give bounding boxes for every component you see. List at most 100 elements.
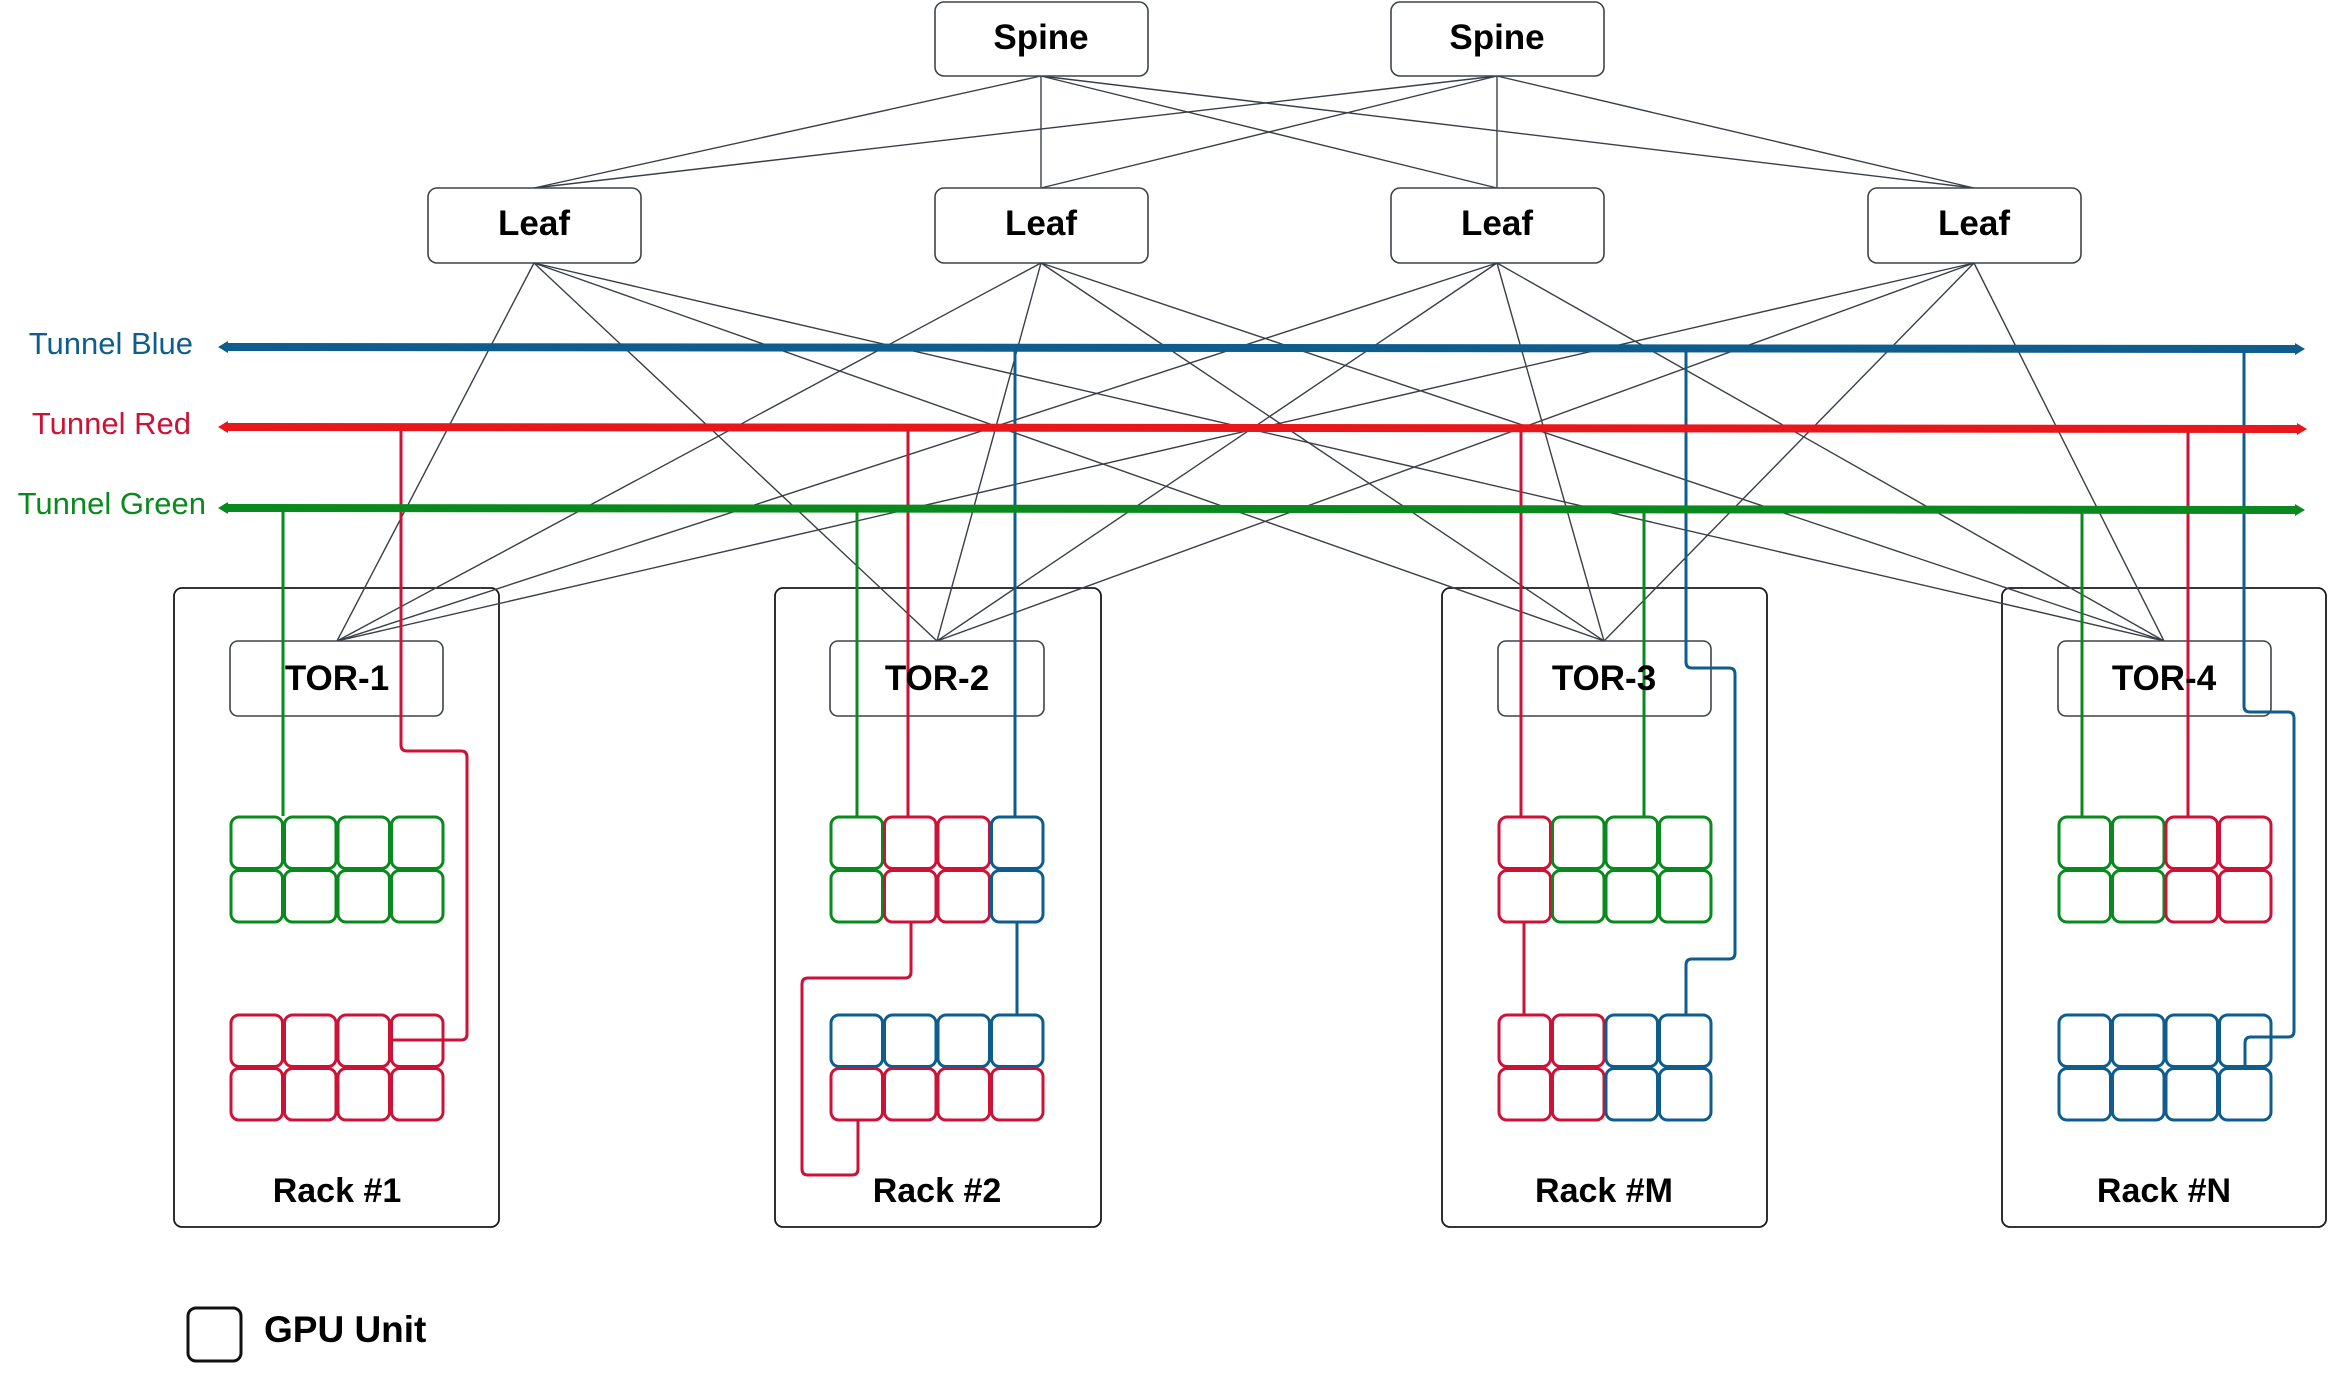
gpu-unit[interactable]: [229, 815, 284, 870]
leaf-label: Leaf: [498, 204, 570, 243]
gpu-unit[interactable]: [2111, 815, 2166, 870]
gpu-unit[interactable]: [229, 869, 284, 924]
tunnel-green-line[interactable]: [223, 504, 2297, 514]
gpu-unit[interactable]: [2111, 1013, 2166, 1068]
spine-node[interactable]: Spine: [1390, 1, 1605, 77]
spine-node[interactable]: Spine: [934, 1, 1149, 77]
tor-switch[interactable]: [829, 640, 1045, 717]
gpu-unit[interactable]: [390, 869, 445, 924]
gpu-unit[interactable]: [1551, 869, 1606, 924]
gpu-unit[interactable]: [2164, 815, 2219, 870]
gpu-unit[interactable]: [1551, 815, 1606, 870]
gpu-unit[interactable]: [936, 869, 991, 924]
gpu-unit[interactable]: [829, 815, 884, 870]
gpu-unit[interactable]: [283, 815, 338, 870]
gpu-group: [2057, 1013, 2273, 1122]
leaf-tor-link: [1040, 262, 1605, 642]
gpu-unit[interactable]: [2218, 869, 2273, 924]
leaf-label: Leaf: [1005, 204, 1077, 243]
gpu-unit[interactable]: [2111, 1067, 2166, 1122]
gpu-unit[interactable]: [2057, 815, 2112, 870]
gpu-unit[interactable]: [390, 815, 445, 870]
tor-label: TOR-3: [1552, 659, 1656, 698]
gpu-unit[interactable]: [2164, 1067, 2219, 1122]
drop-red: [800, 923, 913, 1177]
gpu-group: [829, 1013, 1045, 1122]
gpu-unit[interactable]: [990, 815, 1045, 870]
legend-label: GPU Unit: [264, 1309, 426, 1350]
leaf-tor-link: [1973, 262, 2165, 642]
gpu-unit[interactable]: [1551, 1067, 1606, 1122]
gpu-unit[interactable]: [1497, 1013, 1552, 1068]
gpu-unit[interactable]: [829, 1013, 884, 1068]
gpu-unit[interactable]: [336, 869, 391, 924]
tunnel-drops: [281, 348, 2296, 1177]
gpu-unit[interactable]: [990, 1013, 1045, 1068]
gpu-unit[interactable]: [990, 869, 1045, 924]
gpu-unit[interactable]: [1497, 815, 1552, 870]
leaf-node[interactable]: Leaf: [1390, 187, 1605, 264]
gpu-unit[interactable]: [936, 1013, 991, 1068]
leaf-tor-link: [336, 262, 1042, 642]
leaf-tor-link: [533, 262, 1605, 642]
gpu-unit[interactable]: [936, 815, 991, 870]
gpu-unit[interactable]: [1551, 1013, 1606, 1068]
gpu-unit[interactable]: [1658, 869, 1713, 924]
spine-label: Spine: [1449, 18, 1544, 57]
gpu-unit[interactable]: [229, 1067, 284, 1122]
rack-label: Rack #M: [1535, 1172, 1673, 1210]
gpu-unit[interactable]: [229, 1013, 284, 1068]
leaf-node[interactable]: Leaf: [427, 187, 642, 264]
tunnel-red-left-arrow-icon: [218, 421, 228, 433]
gpu-unit[interactable]: [390, 1067, 445, 1122]
gpu-group: [1497, 1013, 1713, 1122]
tunnel-red-right-arrow-icon: [2297, 423, 2307, 435]
tor-switch[interactable]: [2057, 640, 2272, 717]
gpu-unit[interactable]: [336, 1067, 391, 1122]
tor-label: TOR-4: [2112, 659, 2217, 698]
leaf-tor-links: [336, 262, 2165, 642]
gpu-unit[interactable]: [2218, 815, 2273, 870]
gpu-unit[interactable]: [883, 1013, 938, 1068]
gpu-unit[interactable]: [1604, 1013, 1659, 1068]
gpu-unit[interactable]: [883, 815, 938, 870]
gpu-unit[interactable]: [990, 1067, 1045, 1122]
gpu-unit[interactable]: [2057, 1013, 2112, 1068]
gpu-unit[interactable]: [2057, 869, 2112, 924]
gpu-unit-square-icon: [186, 1306, 243, 1363]
gpu-unit[interactable]: [2164, 869, 2219, 924]
gpu-unit[interactable]: [336, 815, 391, 870]
gpu-unit[interactable]: [1658, 1013, 1713, 1068]
gpu-unit[interactable]: [283, 1067, 338, 1122]
gpu-unit[interactable]: [829, 1067, 884, 1122]
gpu-unit[interactable]: [336, 1013, 391, 1068]
leaf-label: Leaf: [1938, 204, 2010, 243]
leaf-node[interactable]: Leaf: [934, 187, 1149, 264]
tunnel-blue-line[interactable]: [223, 343, 2297, 353]
gpu-unit[interactable]: [2164, 1013, 2219, 1068]
gpu-unit[interactable]: [1604, 815, 1659, 870]
spine-label: Spine: [993, 18, 1088, 57]
spine-leaf-link: [533, 75, 1498, 189]
gpu-unit[interactable]: [936, 1067, 991, 1122]
tunnel-red-line[interactable]: [223, 423, 2299, 433]
gpu-unit[interactable]: [1604, 869, 1659, 924]
leaf-tor-link: [936, 262, 1042, 642]
gpu-unit[interactable]: [1658, 1067, 1713, 1122]
leaf-tor-link: [336, 262, 535, 642]
gpu-unit[interactable]: [1658, 815, 1713, 870]
gpu-unit[interactable]: [283, 869, 338, 924]
leaf-node[interactable]: Leaf: [1867, 187, 2082, 264]
gpu-unit[interactable]: [883, 1067, 938, 1122]
gpu-unit[interactable]: [1604, 1067, 1659, 1122]
gpu-unit[interactable]: [1497, 869, 1552, 924]
gpu-unit[interactable]: [283, 1013, 338, 1068]
gpu-unit[interactable]: [2218, 1067, 2273, 1122]
gpu-unit[interactable]: [2111, 869, 2166, 924]
gpu-unit[interactable]: [2057, 1067, 2112, 1122]
gpu-unit[interactable]: [1497, 1067, 1552, 1122]
gpu-unit[interactable]: [829, 869, 884, 924]
gpu-unit[interactable]: [883, 869, 938, 924]
tor-switch[interactable]: [1497, 640, 1712, 717]
